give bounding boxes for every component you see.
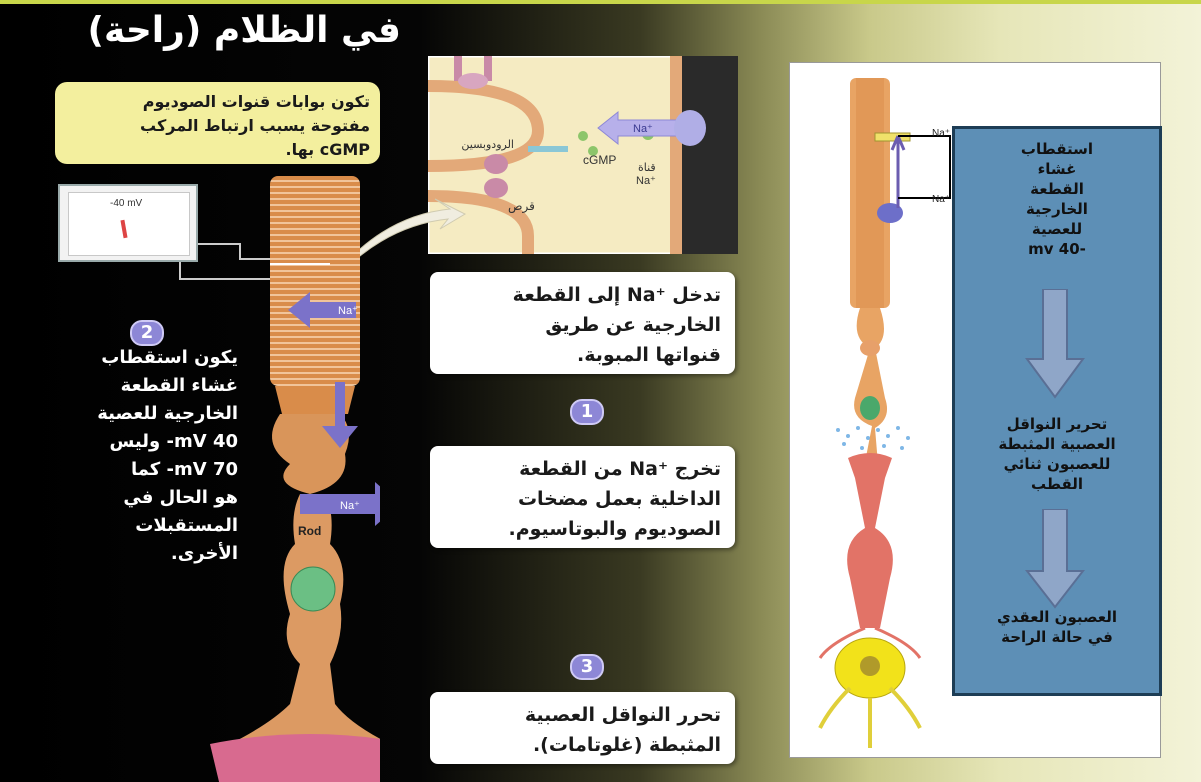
flow-line-11: العصبون العقدي	[955, 607, 1159, 627]
flow-line-9: للعصبون ثنائي	[955, 454, 1159, 474]
cgmp-label: cGMP	[583, 153, 616, 167]
bipolar-synapse	[210, 734, 380, 782]
na-efflux-box: تخرج ⁺Na من القطعة الداخلية بعمل مضخات ا…	[430, 446, 735, 548]
disc-label: قرص	[508, 199, 535, 214]
callout-line-1: تكون بوابات قنوات الصوديوم	[65, 90, 370, 114]
na-in-line-1: تدخل ⁺Na إلى القطعة	[444, 280, 721, 310]
release-text: تحرير النواقل العصبية المثبطة للعصبون ثن…	[955, 414, 1159, 494]
flow-line-3: القطعة	[955, 179, 1159, 199]
release-line-2: المثبطة (غلوتامات).	[444, 730, 721, 760]
flow-line-6: -40 mv	[955, 239, 1159, 259]
flow-line-5: للعصية	[955, 219, 1159, 239]
flow-line-1: استقطاب	[955, 139, 1159, 159]
step2-line-1: يكون استقطاب	[38, 344, 238, 372]
callout-line-3: cGMP بها.	[65, 138, 370, 162]
rod-bipolar-ganglion-chain	[800, 68, 960, 748]
step2-line-8: الأخرى.	[38, 540, 238, 568]
bipolar-cell	[847, 453, 893, 628]
channel-na-label: Na⁺	[636, 175, 656, 187]
step2-line-6: هو الحال في	[38, 484, 238, 512]
rod-nucleus-small	[860, 396, 880, 420]
step2-line-2: غشاء القطعة	[38, 372, 238, 400]
sodium-gate-callout: تكون بوابات قنوات الصوديوم مفتوحة يسبب ا…	[55, 82, 380, 164]
flow-arrow-2	[1025, 509, 1085, 609]
hyperpolarization-text: استقطاب غشاء القطعة الخارجية للعصية -40 …	[955, 139, 1159, 259]
step2-line-4: 40 mV- وليس	[38, 428, 238, 456]
na-in-line-3: قنواتها المبوبة.	[444, 340, 721, 370]
flow-line-7: تحرير النواقل	[955, 414, 1159, 434]
step-2-description: يكون استقطاب غشاء القطعة الخارجية للعصية…	[38, 344, 238, 568]
step-1-badge: 1	[570, 399, 604, 425]
release-line-1: تحرر النواقل العصبية	[444, 700, 721, 730]
rod-outer-segment	[270, 176, 360, 386]
na-influx-box: تدخل ⁺Na إلى القطعة الخارجية عن طريق قنو…	[430, 272, 735, 374]
voltmeter-reading: -40 mV	[110, 198, 142, 209]
channel-label: قناة	[638, 161, 656, 174]
flow-line-2: غشاء	[955, 159, 1159, 179]
neurotransmitter-release-box: تحرر النواقل العصبية المثبطة (غلوتامات).	[430, 692, 735, 764]
step2-line-5: 70 mV- كما	[38, 456, 238, 484]
flow-line-12: في حالة الراحة	[955, 627, 1159, 647]
ganglion-rest-text: العصبون العقدي في حالة الراحة	[955, 607, 1159, 647]
process-flow-panel: استقطاب غشاء القطعة الخارجية للعصية -40 …	[952, 126, 1162, 696]
flow-line-10: القطب	[955, 474, 1159, 494]
flow-line-4: الخارجية	[955, 199, 1159, 219]
na-in-line-2: الخارجية عن طريق	[444, 310, 721, 340]
na-out-line-2: الداخلية بعمل مضخات	[444, 484, 721, 514]
inset-na-label: Na⁺	[633, 123, 653, 135]
right-na-bottom-label: Na⁺	[932, 194, 950, 205]
step2-line-3: الخارجية للعصية	[38, 400, 238, 428]
na-out-line-1: تخرج ⁺Na من القطعة	[444, 454, 721, 484]
step2-line-7: المستقبلات	[38, 512, 238, 540]
page-title: في الظلام (راحة)	[88, 10, 401, 51]
rhodopsin-top-shape	[458, 73, 488, 89]
rhodopsin-label: الرودوبسين	[461, 138, 514, 151]
rhodopsin-shape	[484, 154, 508, 174]
membrane-inset: Na⁺ الرودوبسين cGMP قرص قناة Na⁺	[428, 56, 738, 254]
callout-line-2: مفتوحة يسبب ارتباط المركب	[65, 114, 370, 138]
na-out-label: Na⁺	[340, 500, 360, 512]
na-in-label: Na⁺	[338, 305, 358, 317]
flow-arrow-1	[1025, 289, 1085, 399]
rod-label: Rod	[298, 524, 321, 538]
right-na-top-label: Na⁺	[932, 128, 950, 139]
rod-nucleus	[291, 567, 335, 611]
flow-line-8: العصبية المثبطة	[955, 434, 1159, 454]
step-2-badge: 2	[130, 320, 164, 346]
step-3-badge: 3	[570, 654, 604, 680]
na-out-line-3: الصوديوم والبوتاسيوم.	[444, 514, 721, 544]
